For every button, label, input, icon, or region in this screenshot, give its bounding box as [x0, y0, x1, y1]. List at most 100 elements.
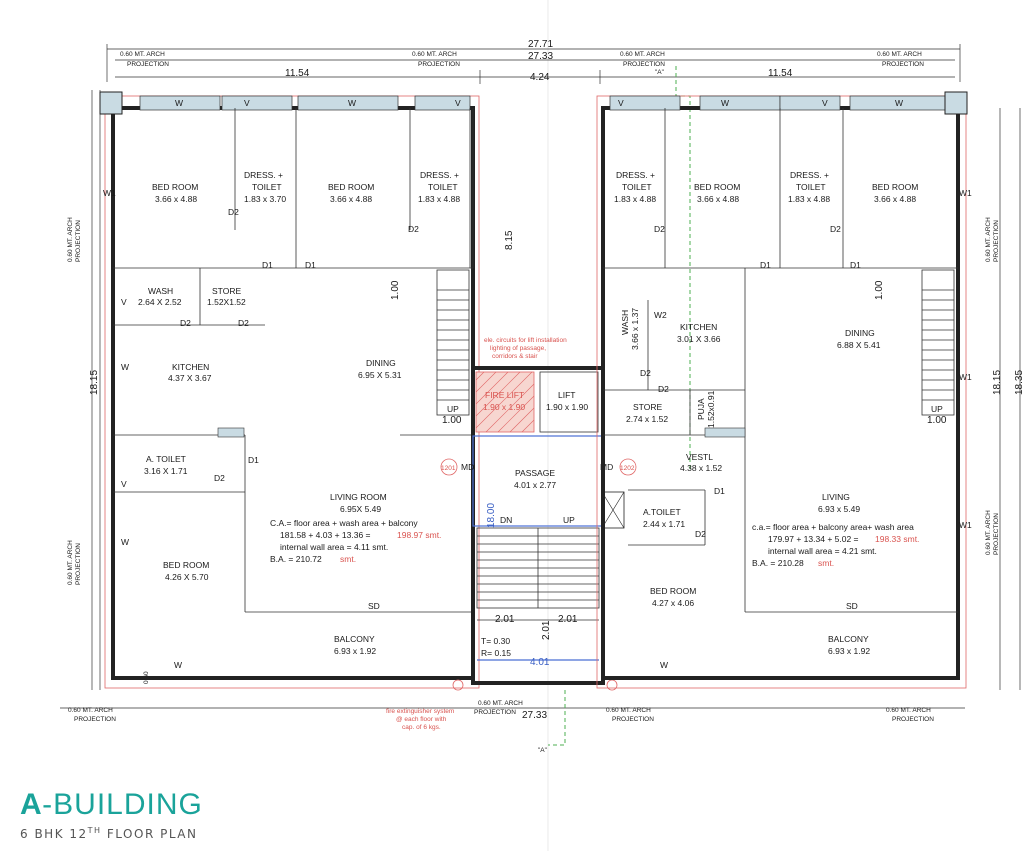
stair-tread: T= 0.30	[481, 636, 510, 646]
proj-word-tr: PROJECTION	[882, 61, 924, 68]
left-sd: SD	[368, 601, 380, 611]
subtitle-prefix: 6 BHK 12	[20, 827, 88, 841]
core-note-bottom-2: @ each floor with	[396, 716, 447, 723]
r-dress1-name2: TOILET	[622, 182, 652, 192]
right-ba-line: B.A. = 210.28	[752, 558, 804, 568]
left-d2-2: D2	[408, 224, 419, 234]
r-kitchen-size: 3.01 X 3.66	[677, 334, 721, 344]
room-toilet-name: A. TOILET	[146, 454, 186, 464]
r-store-name: STORE	[633, 402, 662, 412]
room-living-size: 6.95X 5.49	[340, 504, 381, 514]
room-bed2-name: BED ROOM	[328, 182, 374, 192]
left-ca-line1: C.A.= floor area + wash area + balcony	[270, 518, 418, 528]
dim-overall-top2: 27.33	[528, 51, 553, 62]
flat-no-left: 1201	[441, 465, 456, 472]
dim-stair-w2: 2.01	[558, 614, 578, 625]
right-flat-labels: DRESS. + TOILET 1.83 x 4.88 BED ROOM 3.6…	[614, 98, 972, 670]
left-d2-4: D2	[238, 318, 249, 328]
r-toilet-name: A.TOILET	[643, 507, 681, 517]
r-balcony-name: BALCONY	[828, 634, 869, 644]
stair-riser: R= 0.15	[481, 648, 511, 658]
right-d2-2: D2	[830, 224, 841, 234]
subtitle-suffix: FLOOR PLAN	[101, 827, 198, 841]
right-ca-value: 198.33 smt.	[875, 534, 919, 544]
plan-subtitle: 6 BHK 12TH FLOOR PLAN	[20, 826, 197, 841]
right-d2-4: D2	[658, 384, 669, 394]
room-toilet-size: 3.16 X 1.71	[144, 466, 188, 476]
left-w-1: W	[175, 98, 183, 108]
left-d1-2: D1	[305, 260, 316, 270]
left-d2-3: D2	[180, 318, 191, 328]
r-dress1-size: 1.83 x 4.88	[614, 194, 656, 204]
stair-up: UP	[563, 515, 575, 525]
passage-size: 4.01 x 2.77	[514, 480, 556, 490]
core-note-bottom-3: cap. of 6 kgs.	[402, 724, 441, 731]
left-d2-5: D2	[214, 473, 225, 483]
room-dress1-name: DRESS. +	[244, 170, 283, 180]
r-bed1-size: 3.66 x 4.88	[697, 194, 739, 204]
proj-word-tl: PROJECTION	[127, 61, 169, 68]
proj-word-l2: PROJECTION	[75, 543, 82, 585]
section-mark-top: "A"	[655, 69, 665, 76]
left-v-2: V	[455, 98, 461, 108]
right-w2: W2	[654, 310, 667, 320]
room-living-name: LIVING ROOM	[330, 492, 387, 502]
lift-name: LIFT	[558, 390, 575, 400]
right-w1-3: W1	[959, 520, 972, 530]
right-d2-5: D2	[695, 529, 706, 539]
proj-word-bc: PROJECTION	[474, 709, 516, 716]
r-dress1-name: DRESS. +	[616, 170, 655, 180]
left-ca-value: 198.97 smt.	[397, 530, 441, 540]
brand-letter: A	[20, 788, 43, 821]
room-kitchen-size: 4.37 X 3.67	[168, 373, 212, 383]
right-d2-3: D2	[640, 368, 651, 378]
r-dining-size: 6.88 X 5.41	[837, 340, 881, 350]
core-note-top-1: ele. circuits for lift installation	[484, 337, 567, 344]
right-ba-unit: smt.	[818, 558, 834, 568]
proj-word-tc: PROJECTION	[418, 61, 460, 68]
left-internal-stair	[436, 269, 470, 416]
r-puja-name: PUJA	[696, 398, 706, 420]
r-balcony-size: 6.93 x 1.92	[828, 646, 870, 656]
left-w-5: W	[174, 660, 182, 670]
left-ba-line: B.A. = 210.72	[270, 554, 322, 564]
right-v-1: V	[618, 98, 624, 108]
proj-label-bc2: 0.60 MT. ARCH	[606, 707, 651, 714]
room-store-size: 1.52X1.52	[207, 297, 246, 307]
left-ca-line2: 181.58 + 4.03 + 13.36 =	[280, 530, 371, 540]
proj-word-r1: PROJECTION	[993, 220, 1000, 262]
dim-left-width: 11.54	[285, 68, 310, 79]
proj-word-br: PROJECTION	[892, 716, 934, 723]
proj-label-tc2: 0.60 MT. ARCH	[620, 51, 665, 58]
room-dress2-name2: TOILET	[428, 182, 458, 192]
room-wash-size: 2.64 X 2.52	[138, 297, 182, 307]
right-ca-line2: 179.97 + 13.34 + 5.02 =	[768, 534, 859, 544]
left-w-4: W	[121, 537, 129, 547]
r-wash-size: 3.66 x 1.37	[630, 308, 640, 350]
left-d1-1: D1	[262, 260, 273, 270]
r-kitchen-name: KITCHEN	[680, 322, 717, 332]
passage-name: PASSAGE	[515, 468, 555, 478]
proj-label-tl: 0.60 MT. ARCH	[120, 51, 165, 58]
core-note-top-2: lighting of passage,	[490, 345, 546, 352]
dim-right-height: 18.15	[992, 370, 1003, 395]
proj-label-br: 0.60 MT. ARCH	[886, 707, 931, 714]
proj-word-tc2: PROJECTION	[623, 61, 665, 68]
lift-size: 1.90 x 1.90	[546, 402, 588, 412]
room-dress1-name2: TOILET	[252, 182, 282, 192]
dim-right-height2: 18.35	[1014, 370, 1025, 395]
r-dress2-name: DRESS. +	[790, 170, 829, 180]
right-flat	[596, 91, 968, 689]
room-bed3-name: BED ROOM	[163, 560, 209, 570]
left-up: UP	[447, 404, 459, 414]
room-dress2-size: 1.83 x 4.88	[418, 194, 460, 204]
proj-label-bc: 0.60 MT. ARCH	[478, 700, 523, 707]
r-puja-size: 1.52x0.91	[706, 390, 716, 428]
room-dining-size: 6.95 X 5.31	[358, 370, 402, 380]
right-w1-1: W1	[959, 188, 972, 198]
bottom-dimensions: 27.33 0.60 MT. ARCH PROJECTION 0.60 MT. …	[60, 671, 965, 754]
r-living-size: 6.93 x 5.49	[818, 504, 860, 514]
left-md: MD	[461, 462, 474, 472]
r-wash-name: WASH	[620, 310, 630, 335]
right-w-1: W	[721, 98, 729, 108]
